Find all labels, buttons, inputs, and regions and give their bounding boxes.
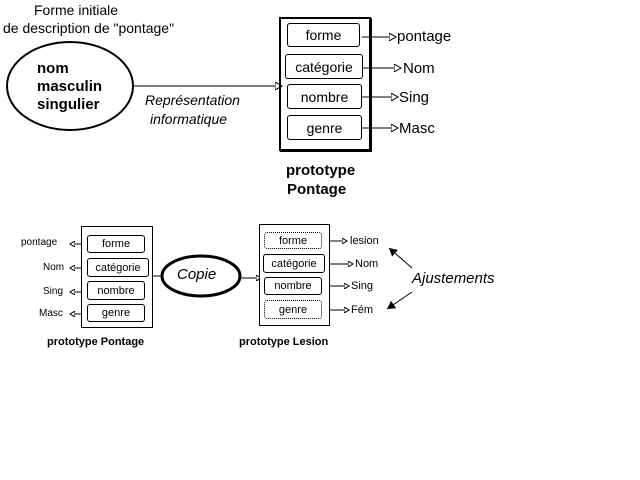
adjust-arrow-upper <box>388 247 413 269</box>
br-value-fem: Fém <box>351 304 373 316</box>
br-slot-nombre: nombre <box>264 277 322 295</box>
top-slot-nombre-label: nombre <box>300 88 349 105</box>
top-slot-nombre: nombre <box>287 84 362 109</box>
top-slot-forme: forme <box>287 23 360 47</box>
bl-slot-nombre: nombre <box>87 281 145 300</box>
top-value-sing: Sing <box>399 89 430 106</box>
bl-slot-categorie-label: catégorie <box>95 261 141 274</box>
caption-line-2: de description de "pontage" <box>3 20 175 36</box>
ellipse-line-nom: nom <box>37 60 69 77</box>
br-value-lesion: lesion <box>350 235 379 247</box>
copy-label: Copie <box>177 266 217 283</box>
bl-slot-nombre-label: nombre <box>97 284 135 297</box>
bl-value-pontage: pontage <box>21 237 58 248</box>
right-prototype-title: prototype Lesion <box>239 336 329 348</box>
arrow-label-line-1: Représentation <box>145 92 240 108</box>
bl-value-sing: Sing <box>43 286 64 297</box>
top-slot-categorie-label: catégorie <box>295 58 353 75</box>
top-value-masc: Masc <box>399 120 435 137</box>
br-slot-categorie: catégorie <box>263 254 325 273</box>
top-prototype-title-1: prototype <box>286 162 356 179</box>
br-slot-genre: genre <box>264 300 322 319</box>
bl-slot-forme: forme <box>87 235 145 253</box>
br-slot-genre-label: genre <box>278 303 308 316</box>
bl-value-nom: Nom <box>43 262 65 273</box>
top-value-nom: Nom <box>403 60 435 77</box>
bl-slot-categorie: catégorie <box>87 258 149 277</box>
adjust-arrow-lower <box>386 291 413 310</box>
bl-slot-forme-label: forme <box>101 238 131 250</box>
top-slot-categorie: catégorie <box>285 54 363 79</box>
bl-value-masc: Masc <box>39 308 63 319</box>
br-slot-forme-label: forme <box>278 234 308 247</box>
top-slot-forme-label: forme <box>305 27 342 43</box>
caption-line-1: Forme initiale <box>34 2 119 18</box>
top-slot-genre: genre <box>287 115 362 140</box>
ellipse-line-singulier: singulier <box>37 96 100 113</box>
arrow-label-line-2: informatique <box>150 111 228 127</box>
br-slot-nombre-label: nombre <box>274 280 312 292</box>
top-prototype-title-2: Pontage <box>287 181 347 198</box>
left-prototype-title: prototype Pontage <box>47 336 145 348</box>
bl-slot-genre: genre <box>87 304 145 322</box>
prototype-pontage-frame <box>279 17 371 151</box>
adjustments-label: Ajustements <box>412 270 495 287</box>
ellipse-line-masculin: masculin <box>37 78 103 95</box>
br-value-nom: Nom <box>355 258 379 270</box>
top-slot-genre-label: genre <box>306 119 343 136</box>
copy-ellipse <box>160 254 242 298</box>
top-value-pontage: pontage <box>397 28 452 45</box>
br-slot-forme: forme <box>264 232 322 249</box>
br-value-sing: Sing <box>351 280 374 292</box>
br-slot-categorie-label: catégorie <box>271 257 317 270</box>
bl-slot-genre-label: genre <box>101 307 131 319</box>
